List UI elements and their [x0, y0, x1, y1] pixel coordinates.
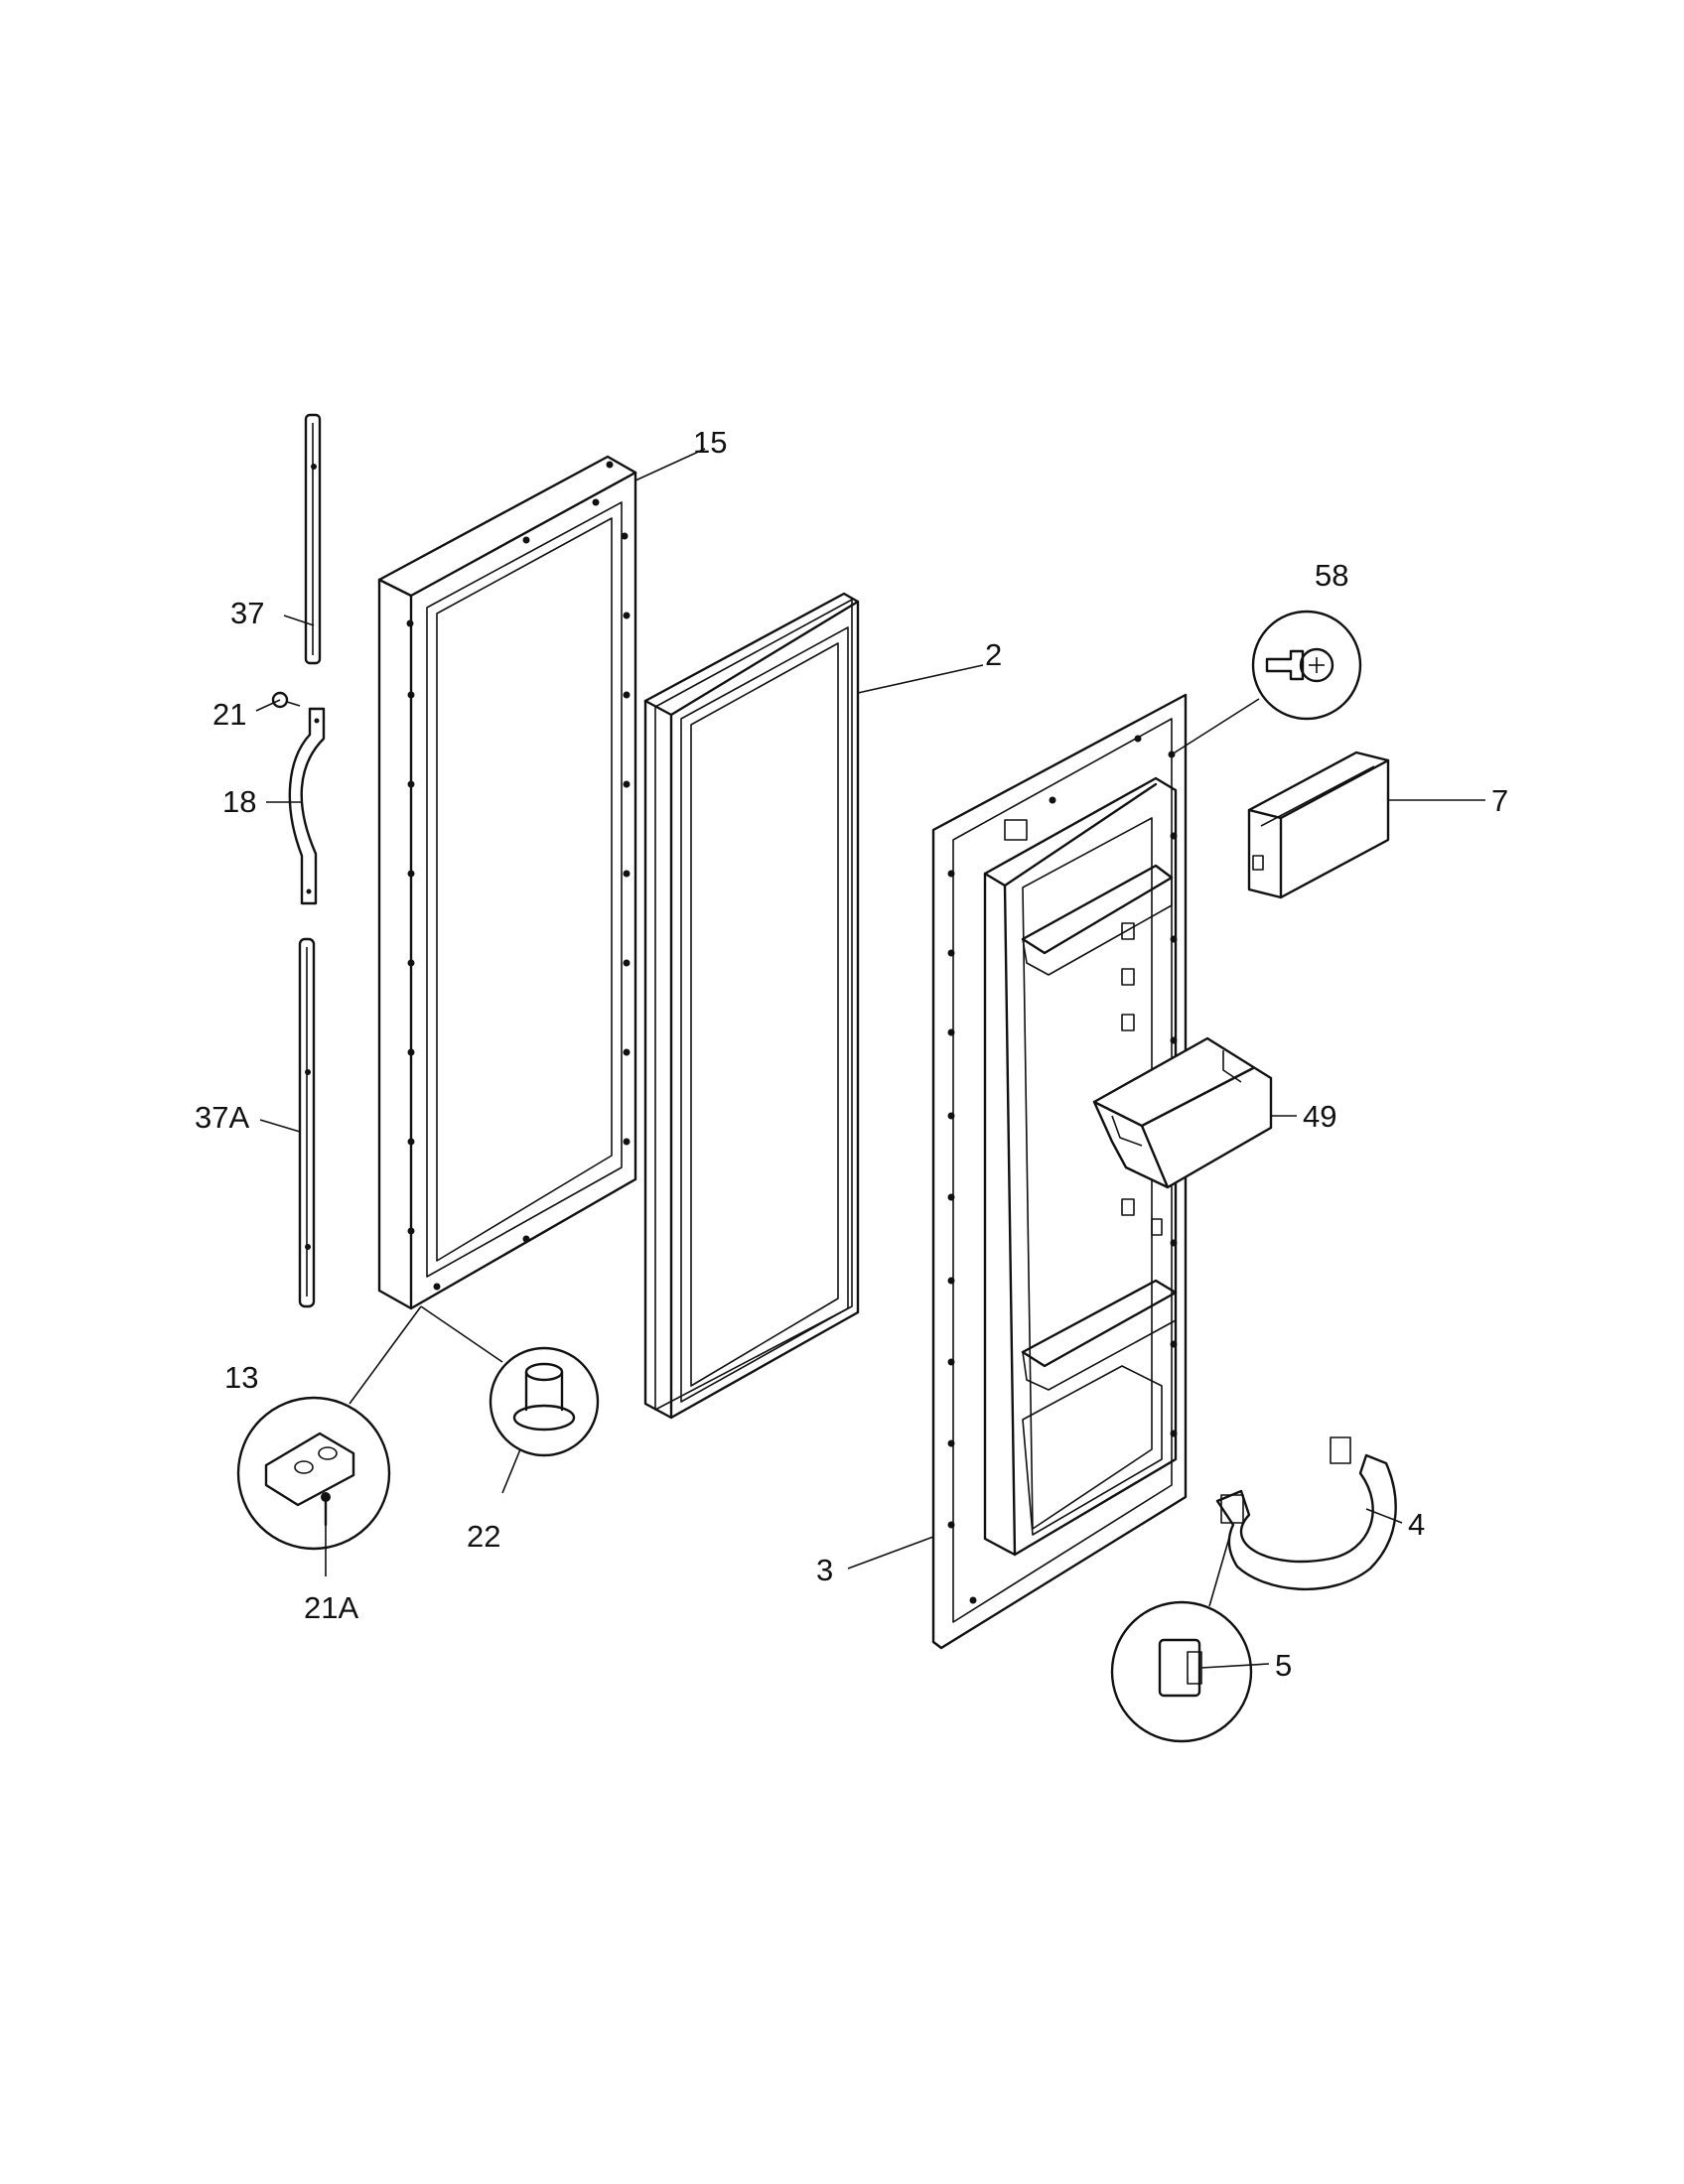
label-part-21a: 21A [304, 1590, 358, 1625]
part-21-screw [271, 691, 301, 709]
label-part-49: 49 [1303, 1099, 1336, 1134]
label-part-15: 15 [693, 425, 727, 460]
detail-circle-5-end-cap [1110, 1600, 1253, 1743]
label-part-22: 22 [467, 1519, 500, 1554]
leader-lines [255, 448, 1485, 1669]
part-37-upper-trim [304, 413, 322, 665]
part-2-door-gasket [643, 592, 860, 1420]
label-part-7: 7 [1491, 783, 1508, 818]
label-part-18: 18 [222, 784, 256, 819]
part-37a-lower-trim [298, 937, 316, 1308]
part-3-door-liner [931, 693, 1188, 1650]
label-part-37: 37 [230, 596, 264, 630]
label-part-37a: 37A [195, 1100, 249, 1135]
part-49-door-bin [1092, 1036, 1273, 1189]
label-part-3: 3 [816, 1553, 833, 1587]
part-15-door-frame [377, 455, 637, 1310]
label-part-21: 21 [212, 697, 246, 732]
detail-circle-13-hinge-bracket [236, 1396, 391, 1551]
label-part-13: 13 [224, 1360, 258, 1395]
label-part-2: 2 [985, 637, 1002, 672]
label-part-58: 58 [1315, 558, 1348, 593]
label-part-4: 4 [1408, 1507, 1425, 1542]
part-4-door-rail [1215, 1436, 1397, 1591]
part-labels: 15 2 58 7 37 21 18 37A 49 13 22 21A 3 4 … [195, 425, 1508, 1683]
part-18-handle-bracket [288, 707, 326, 905]
part-7-dairy-door [1247, 751, 1390, 899]
label-part-5: 5 [1275, 1648, 1292, 1683]
detail-circle-22-hinge-bushing [489, 1346, 600, 1457]
detail-circle-58-screw [1251, 610, 1362, 721]
